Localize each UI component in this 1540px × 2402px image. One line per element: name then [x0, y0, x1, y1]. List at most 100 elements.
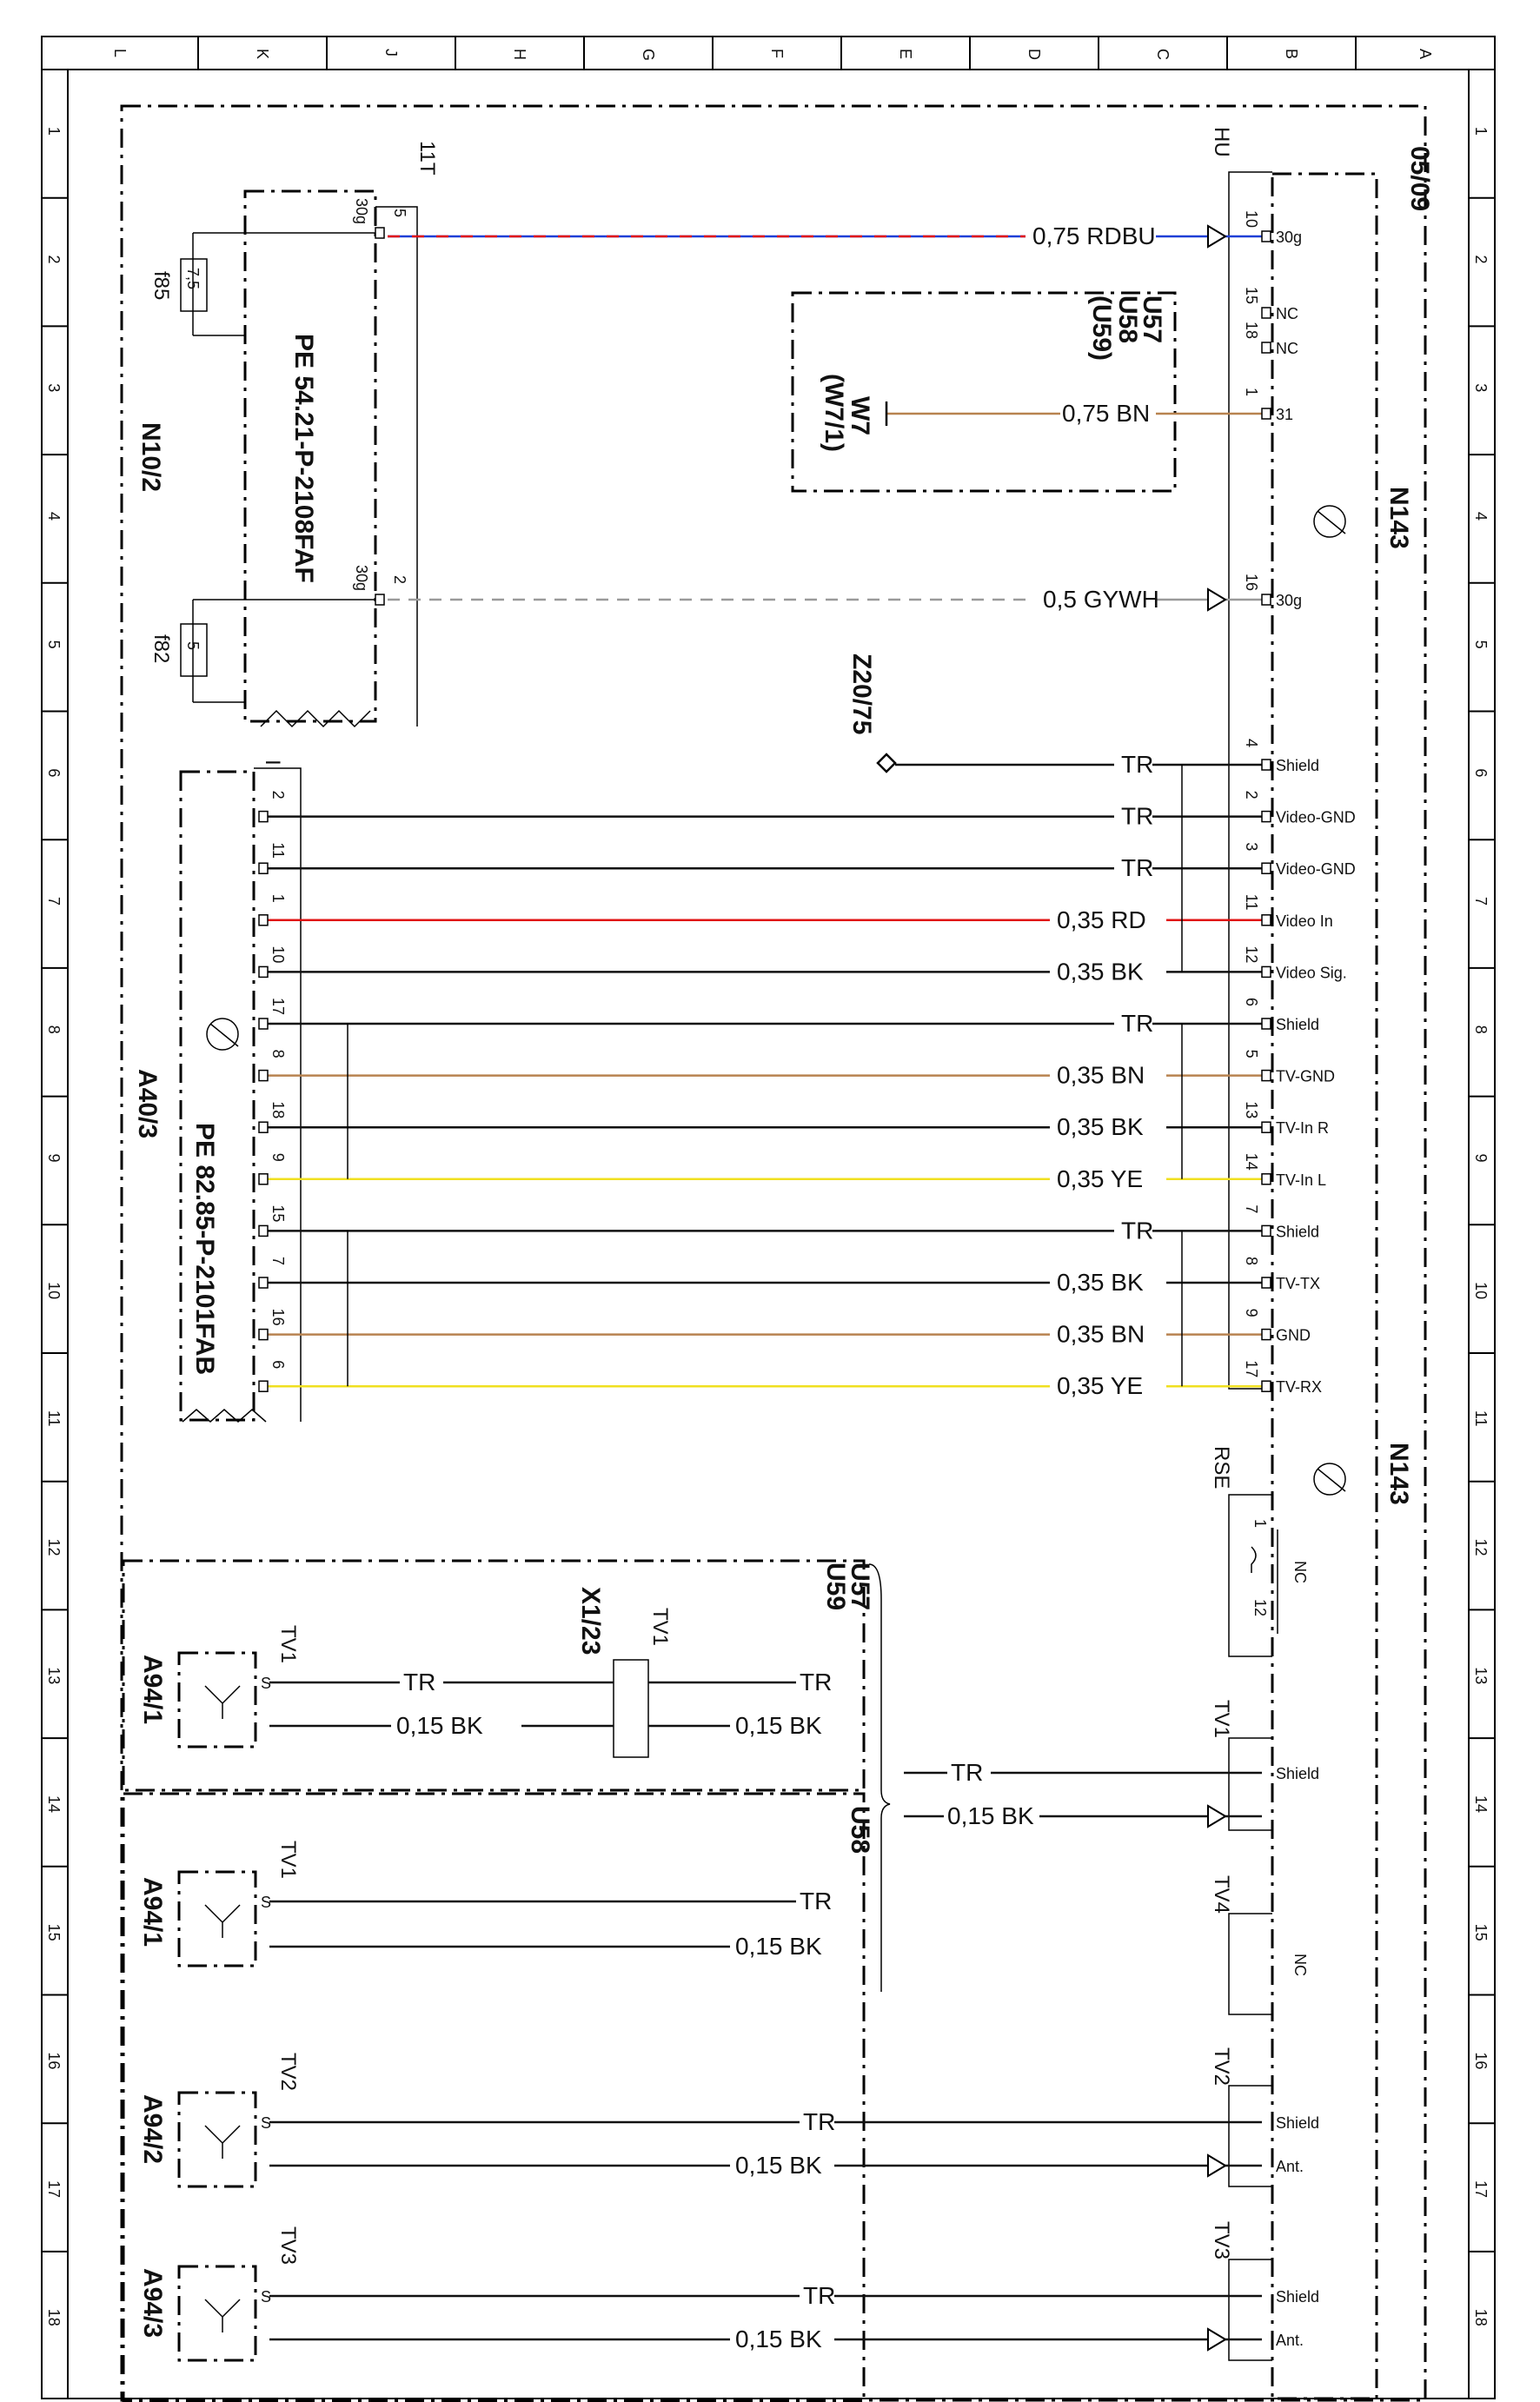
column-label: J: [382, 49, 400, 56]
hu-pin-label: NC: [1276, 340, 1298, 357]
column-label: K: [254, 49, 271, 59]
antenna-signal-label: 0,15 BK: [735, 2152, 822, 2179]
a40-pin-number: 11: [269, 842, 287, 859]
connector-11t-outline: [375, 206, 418, 727]
a40-pin-terminal: [258, 1173, 269, 1185]
label-u57: U57: [1138, 295, 1166, 343]
hu-pin-terminal: [1261, 307, 1271, 319]
row-label-right: 16: [1472, 2052, 1490, 2069]
label-n10-2: N10/2: [136, 422, 165, 492]
tv-label-left-2: TV1: [276, 1841, 300, 1879]
variant-bracket: [868, 1563, 891, 1992]
label-a94-2: A94/2: [138, 2094, 167, 2164]
hu-pin-label: 31: [1276, 406, 1293, 423]
connector-i-outline: [254, 767, 302, 1422]
antenna-pin-ant: Ant.: [1276, 2158, 1304, 2175]
tv-labels: TV1 TV1 TV1 TV2 TV3 TV1 TV4 TV2 TV3: [276, 1608, 1233, 2265]
label-u57b: U57: [846, 1563, 874, 1610]
hu-av-pin-function: Video In: [1276, 912, 1333, 930]
label-f82: f82: [149, 634, 173, 663]
a94-1-box-bottom: [177, 1870, 257, 1967]
a40-pin-terminal: [258, 1224, 269, 1237]
column-label: G: [640, 49, 657, 61]
antenna-signal-label: 0,15 BK: [396, 1712, 483, 1739]
av-wire-label: TR: [1121, 1217, 1153, 1244]
power-wire-label: 0,5 GYWH: [1043, 586, 1159, 613]
row-label-left: 7: [45, 897, 63, 906]
a40-pin-number: 2: [269, 791, 287, 800]
tv-label-right-2: TV2: [1210, 2047, 1233, 2086]
hu-av-pin-function: Video Sig.: [1276, 964, 1347, 981]
hu-av-pin-function: Shield: [1276, 1016, 1319, 1033]
wire-arrow: [1207, 587, 1227, 612]
av-wire-label: 0,35 BN: [1057, 1062, 1145, 1089]
power-wire-label: 0,75 RDBU: [1032, 222, 1156, 249]
n10-pin-number: 5: [391, 209, 408, 217]
hu-pin-label: NC: [1276, 305, 1298, 322]
tv-label-left-3: TV2: [276, 2053, 300, 2091]
tv3-connector-outline: [1228, 2259, 1272, 2361]
tv-label-left-4: TV3: [276, 2226, 300, 2265]
row-label-left: 10: [45, 1282, 63, 1299]
column-label: D: [1026, 49, 1043, 60]
column-label: E: [897, 49, 914, 59]
a40-pin-terminal: [258, 1069, 269, 1082]
row-label-right: 8: [1472, 1025, 1490, 1034]
av-wire-label: TR: [1121, 803, 1153, 830]
antenna-feed-shield-label: TR: [951, 1759, 983, 1786]
hu-av-pin-terminal: [1261, 1173, 1271, 1185]
row-label-right: 18: [1472, 2309, 1490, 2326]
hu-av-pin-terminal: [1261, 759, 1271, 771]
tv-label-right-4: TV4: [1210, 1875, 1233, 1914]
shield-bracket-left: [320, 1230, 348, 1387]
label-u58b: U58: [846, 1806, 874, 1854]
hu-pin-number: 10: [1243, 210, 1260, 228]
antenna-s-pin: S: [261, 2114, 271, 2132]
hu-av-pin-number: 13: [1243, 1101, 1260, 1118]
hu-av-pin-number: 7: [1243, 1204, 1260, 1213]
label-page-ref: 05/09: [1405, 146, 1434, 211]
hu-pin-terminal: [1261, 342, 1271, 354]
label-x1-23: X1/23: [576, 1587, 605, 1655]
hu-av-pin-number: 3: [1243, 842, 1260, 851]
hu-av-pin-function: Video-GND: [1276, 860, 1356, 878]
antenna-signal-label: 0,15 BK: [735, 1712, 822, 1739]
av-wire-label: TR: [1121, 1010, 1153, 1037]
hu-av-pin-number: 5: [1243, 1050, 1260, 1058]
label-a94-3: A94/3: [138, 2268, 167, 2338]
wire-arrow: [1207, 224, 1227, 249]
a40-pin-terminal: [258, 1277, 269, 1289]
row-label-right: 9: [1472, 1153, 1490, 1162]
label-n143-mid: N143: [1384, 1443, 1413, 1505]
fuse-f85: [180, 232, 245, 336]
a40-pin-terminal: [258, 810, 269, 823]
row-label-right: 3: [1472, 383, 1490, 392]
row-label-left: 3: [45, 383, 63, 392]
outer-border: [41, 36, 1496, 2399]
hu-pin-label: 30g: [1276, 229, 1302, 246]
column-label: L: [111, 49, 129, 57]
ground-point-z20-75: [876, 753, 897, 773]
n10-pin-label: 30g: [353, 198, 370, 224]
row-label-right: 11: [1472, 1410, 1490, 1427]
label-fuse-5: 5: [184, 641, 202, 650]
av-wire-label: 0,35 BK: [1057, 1269, 1144, 1296]
antenna-pin-shield: Shield: [1276, 2114, 1319, 2132]
hu-av-pin-function: Shield: [1276, 757, 1319, 774]
a40-pin-number: 15: [269, 1204, 287, 1222]
row-label-right: 4: [1472, 512, 1490, 521]
tv2-connector-outline: [1228, 2085, 1272, 2187]
a40-pin-terminal: [258, 1380, 269, 1392]
label-plug-82: PE 82.85-P-2101FAB: [190, 1123, 219, 1375]
hu-av-pin-number: 12: [1243, 946, 1260, 963]
hu-av-pin-number: 4: [1243, 739, 1260, 747]
av-wire-label: TR: [1121, 854, 1153, 881]
label-a40-3: A40/3: [133, 1069, 162, 1138]
label-11t: 11T: [415, 141, 439, 176]
column-label: A: [1417, 49, 1434, 59]
row-label-right: 15: [1472, 1924, 1490, 1941]
a40-break-mark: [182, 1409, 267, 1423]
hu-pin-terminal: [1261, 408, 1271, 420]
